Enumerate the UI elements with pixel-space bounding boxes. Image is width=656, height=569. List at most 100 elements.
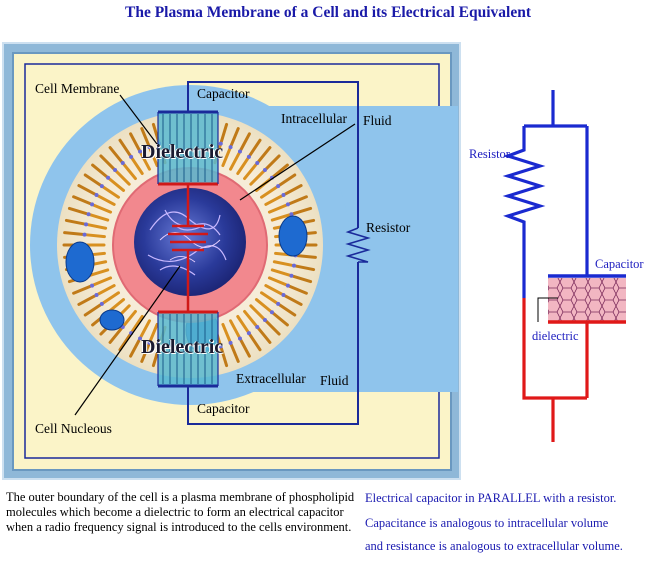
phospholipid: [108, 177, 126, 192]
phospholipid-head: [246, 154, 251, 159]
phospholipid: [271, 312, 289, 327]
phospholipid-head: [255, 324, 260, 329]
phospholipid-head: [86, 212, 91, 217]
phospholipid: [140, 343, 151, 363]
phospholipid: [229, 319, 241, 339]
phospholipid: [295, 254, 317, 259]
phospholipid-head: [218, 141, 223, 146]
phospholipid-head: [218, 344, 223, 349]
phospholipid-head: [113, 168, 118, 173]
phospholipid: [108, 326, 123, 344]
phospholipid: [236, 157, 250, 175]
phospholipid: [291, 274, 313, 284]
phospholipid-head: [285, 202, 290, 207]
phospholipid: [229, 151, 241, 171]
phospholipid-head: [138, 149, 143, 154]
phospholipid: [267, 203, 288, 214]
phospholipid: [271, 163, 289, 178]
phospholipid: [139, 319, 151, 339]
phospholipid-head: [147, 340, 152, 345]
phospholipid-head: [289, 212, 294, 217]
phospholipid: [148, 147, 159, 168]
caption-text: The outer boundary of the cell is a plas…: [6, 490, 355, 534]
phospholipid: [114, 169, 131, 186]
phospholipid-head: [138, 336, 143, 341]
phospholipid-head: [94, 193, 99, 198]
phospholipid: [243, 163, 258, 181]
phospholipid: [260, 185, 278, 199]
phospholipid-head: [228, 340, 233, 345]
phospholipid: [148, 322, 159, 343]
phospholipid: [140, 127, 151, 147]
phospholipid: [278, 173, 297, 187]
phospholipid-head: [147, 145, 152, 150]
phospholipid-head: [90, 283, 95, 288]
label-dielectric-top: Dielectric: [141, 141, 224, 163]
phospholipid: [67, 206, 89, 216]
phospholipid: [272, 260, 294, 267]
phospholipid: [239, 338, 251, 358]
phospholipid-head: [289, 273, 294, 278]
circuit-label-capacitor: Capacitor: [595, 257, 644, 271]
phospholipid-head: [285, 283, 290, 288]
label-dielectric-bottom: Dielectric: [141, 336, 224, 358]
phospholipid: [283, 184, 303, 196]
phospholipid: [249, 304, 266, 321]
phospholipid: [96, 284, 116, 296]
phospholipid: [129, 132, 141, 152]
phospholipid: [288, 284, 308, 295]
phospholipid: [92, 276, 113, 287]
label-cell-nucleous: Cell Nucleous: [35, 421, 112, 436]
note-line-3: and resistance is analogous to extracell…: [365, 539, 623, 553]
phospholipid-head: [262, 168, 267, 173]
phospholipid: [72, 195, 92, 206]
circuit-label-dielectric: dielectric: [532, 329, 579, 343]
phospholipid: [219, 346, 229, 368]
phospholipid-layer: [62, 122, 318, 368]
phospholipid-head: [90, 202, 95, 207]
phospholipid: [108, 298, 126, 313]
phospholipid: [239, 132, 251, 152]
phospholipid-head: [276, 301, 281, 306]
phospholipid: [99, 154, 116, 171]
phospholipid: [63, 231, 85, 236]
phospholipid: [254, 298, 272, 313]
phospholipid-head: [237, 149, 242, 154]
page-title: The Plasma Membrane of a Cell and its El…: [125, 4, 531, 21]
phospholipid-head: [106, 175, 111, 180]
phospholipid: [291, 206, 313, 216]
label-cell-membrane: Cell Membrane: [35, 81, 120, 96]
phospholipid: [88, 213, 110, 222]
phospholipid: [229, 343, 240, 363]
note-line-2: Capacitance is analogous to intracellula…: [365, 516, 609, 530]
label-intracellular: Intracellular: [281, 111, 347, 126]
phospholipid: [264, 194, 284, 206]
phospholipid-head: [255, 161, 260, 166]
label-capacitor-top: Capacitor: [197, 86, 250, 101]
capacitor-top-element: [157, 110, 219, 186]
phospholipid: [288, 195, 308, 206]
phospholipid: [267, 276, 288, 287]
phospholipid-head: [281, 193, 286, 198]
phospholipid-head: [262, 317, 267, 322]
phospholipid: [77, 184, 97, 196]
phospholipid: [221, 147, 232, 168]
phospholipid: [130, 315, 144, 333]
phospholipid: [102, 185, 120, 199]
phospholipid-head: [129, 154, 134, 159]
phospholipid: [108, 146, 123, 164]
capacitor-bottom-element: [157, 310, 219, 388]
phospholipid: [96, 194, 116, 206]
label-extracellular: Extracellular: [236, 371, 306, 386]
phospholipid: [294, 264, 316, 272]
phospholipid: [260, 291, 278, 305]
phospholipid: [264, 319, 281, 336]
label-capacitor-bottom: Capacitor: [197, 401, 250, 416]
phospholipid: [139, 151, 151, 171]
phospholipid: [86, 223, 108, 230]
phospholipid: [264, 284, 284, 296]
phospholipid: [102, 291, 120, 305]
phospholipid: [64, 218, 86, 226]
phospholipid-head: [291, 263, 296, 268]
phospholipid: [92, 203, 113, 214]
